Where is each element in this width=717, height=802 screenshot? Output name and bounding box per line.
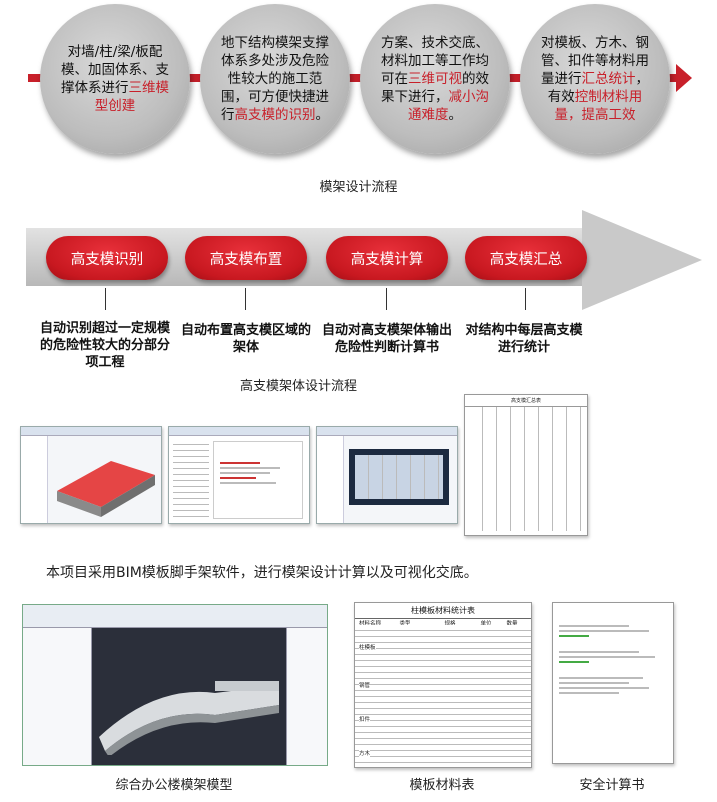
table-group-4: 方木 xyxy=(359,749,371,757)
material-table: 柱模板材料统计表 材料名称 类型 规格 单位 数量 柱模板 钢管 扣件 方木 xyxy=(354,602,532,768)
flow1-caption: 模架设计流程 xyxy=(319,180,398,195)
table-group-1: 柱模板 xyxy=(359,643,376,651)
screenshot-3d-model xyxy=(20,426,162,524)
step-desc-1: 自动识别超过一定规模的危险性较大的分部分项工程 xyxy=(40,321,171,370)
step-connector-1 xyxy=(105,288,106,310)
step-pill-4: 高支模汇总 xyxy=(465,236,587,280)
step-pill-1: 高支模识别 xyxy=(46,236,168,280)
step-connector-4 xyxy=(525,288,526,310)
flow-circle-3: 方案、技术交底、材料加工等工作均可在三维可视的效果下进行，减小沟通难度。 xyxy=(360,4,510,154)
model-toolbar xyxy=(23,605,327,628)
building-model-3d xyxy=(99,681,279,755)
red-roof-model xyxy=(57,461,155,517)
screenshot-summary-sheet: 高支模汇总表 xyxy=(464,394,588,536)
table-group-2: 钢管 xyxy=(359,681,371,689)
flow-line-tail xyxy=(14,70,28,86)
flow-circle-4: 对模板、方木、钢管、扣件等材料用量进行汇总统计，有效控制材料用量，提高工效 xyxy=(520,4,670,154)
flow-circle-1: 对墙/柱/梁/板配模、加固体系、支撑体系进行三维模型创建 xyxy=(40,4,190,154)
summary-sheet-title: 高支模汇总表 xyxy=(465,395,587,407)
safety-calc-book xyxy=(552,602,674,764)
bim-software-note: 本项目采用BIM模板脚手架软件，进行模架设计计算以及可视化交底。 xyxy=(46,565,478,581)
model-window xyxy=(22,604,328,766)
table-group-3: 扣件 xyxy=(359,715,371,723)
screenshot-rule-dialog xyxy=(168,426,310,524)
flow-circle-2: 地下结构模架支撑体系多处涉及危险性较大的施工范围，可方便快捷进行高支模的识别。 xyxy=(200,4,350,154)
process-arrow-head xyxy=(582,210,702,310)
step-connector-3 xyxy=(386,288,387,310)
model-right-panel xyxy=(286,628,327,765)
table-caption: 模板材料表 xyxy=(409,778,475,793)
step-desc-3: 自动对高支模架体输出危险性判断计算书 xyxy=(321,323,452,355)
material-table-title: 柱模板材料统计表 xyxy=(411,606,475,615)
model-left-panel xyxy=(23,628,92,765)
step-connector-2 xyxy=(245,288,246,310)
step-pill-3: 高支模计算 xyxy=(326,236,448,280)
screenshot-elevation xyxy=(316,426,458,524)
model-caption: 综合办公楼模架模型 xyxy=(115,778,233,793)
calc-caption: 安全计算书 xyxy=(579,778,645,793)
step-pill-2: 高支模布置 xyxy=(185,236,307,280)
flow-arrow-head xyxy=(676,64,692,92)
step-desc-2: 自动布置高支模区域的架体 xyxy=(180,323,311,355)
flow2-caption: 高支模架体设计流程 xyxy=(240,379,358,394)
step-desc-4: 对结构中每层高支模进行统计 xyxy=(465,323,583,355)
flow-line xyxy=(28,74,683,82)
